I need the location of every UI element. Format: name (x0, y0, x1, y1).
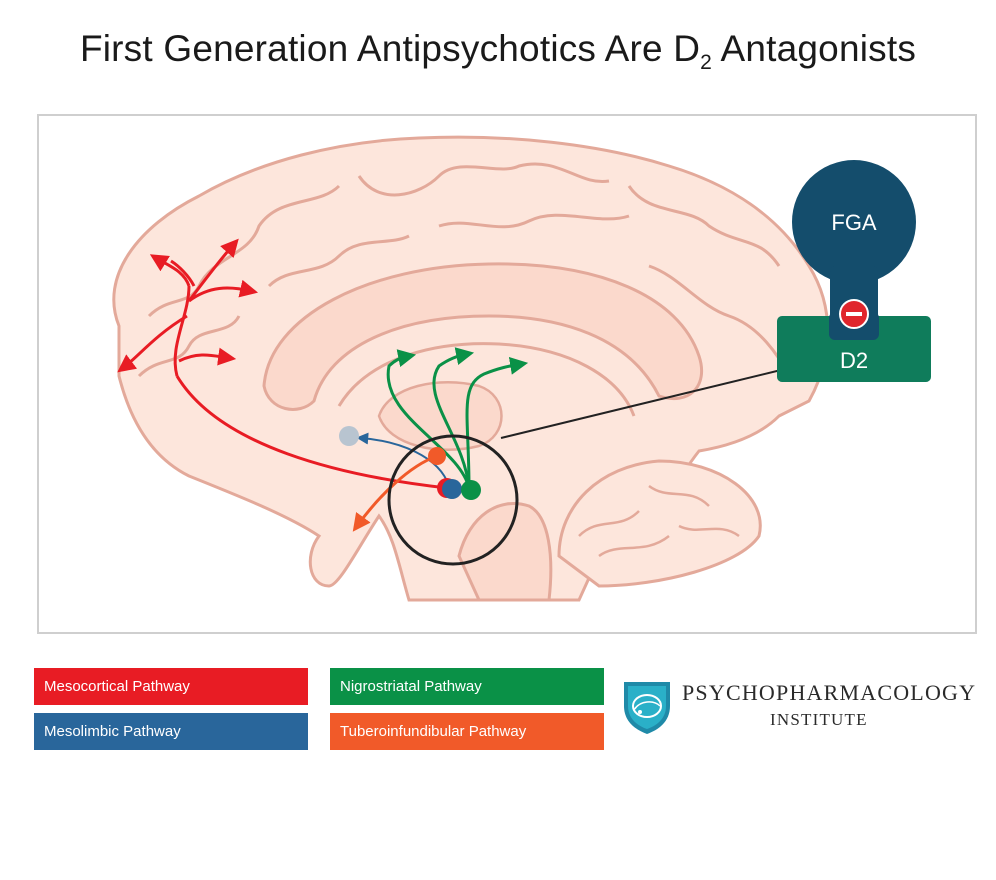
legend-mesocortical-label: Mesocortical Pathway (44, 678, 190, 695)
legend-mesocortical: Mesocortical Pathway (34, 668, 308, 705)
d2-receptor (777, 316, 931, 382)
legend-tuberoinfundibular-label: Tuberoinfundibular Pathway (340, 723, 527, 740)
nigrostriatal-pathway (386, 347, 529, 489)
brain-shield-icon (624, 682, 670, 734)
d2-label: D2 (840, 348, 868, 373)
legend-nigrostriatal-label: Nigrostriatal Pathway (340, 678, 482, 695)
page-title: First Generation Antipsychotics Are D2 A… (79, 28, 917, 74)
fga-molecule (792, 160, 916, 284)
brain-illustration (112, 135, 830, 602)
mesolimbic-pathway (356, 432, 450, 487)
legend-tuberoinfundibular: Tuberoinfundibular Pathway (330, 713, 604, 750)
legend-mesolimbic: Mesolimbic Pathway (34, 713, 308, 750)
tuberoinfundibular-pathway (352, 454, 438, 532)
brain-diagram: FGA D2 (112, 135, 931, 602)
logo-line1: PSYCHOPHARMACOLOGY (682, 680, 977, 705)
psychopharmacology-logo: PSYCHOPHARMACOLOGY INSTITUTE (620, 676, 980, 736)
receptor-callout: FGA D2 (777, 160, 931, 382)
hypothalamus-node (428, 447, 446, 465)
minus-icon (846, 312, 862, 316)
diagram-frame: FGA D2 (37, 114, 977, 634)
legend-mesolimbic-label: Mesolimbic Pathway (44, 723, 181, 740)
logo-line2: INSTITUTE (770, 710, 868, 729)
zoom-connector-line (500, 369, 782, 439)
zoom-circle (387, 434, 519, 566)
fga-label: FGA (831, 210, 877, 235)
vta-node-blue (442, 479, 462, 499)
nucleus-accumbens-node (339, 426, 359, 446)
substantia-nigra-node (461, 480, 481, 500)
legend-nigrostriatal: Nigrostriatal Pathway (330, 668, 604, 705)
mesocortical-pathway (117, 238, 448, 490)
